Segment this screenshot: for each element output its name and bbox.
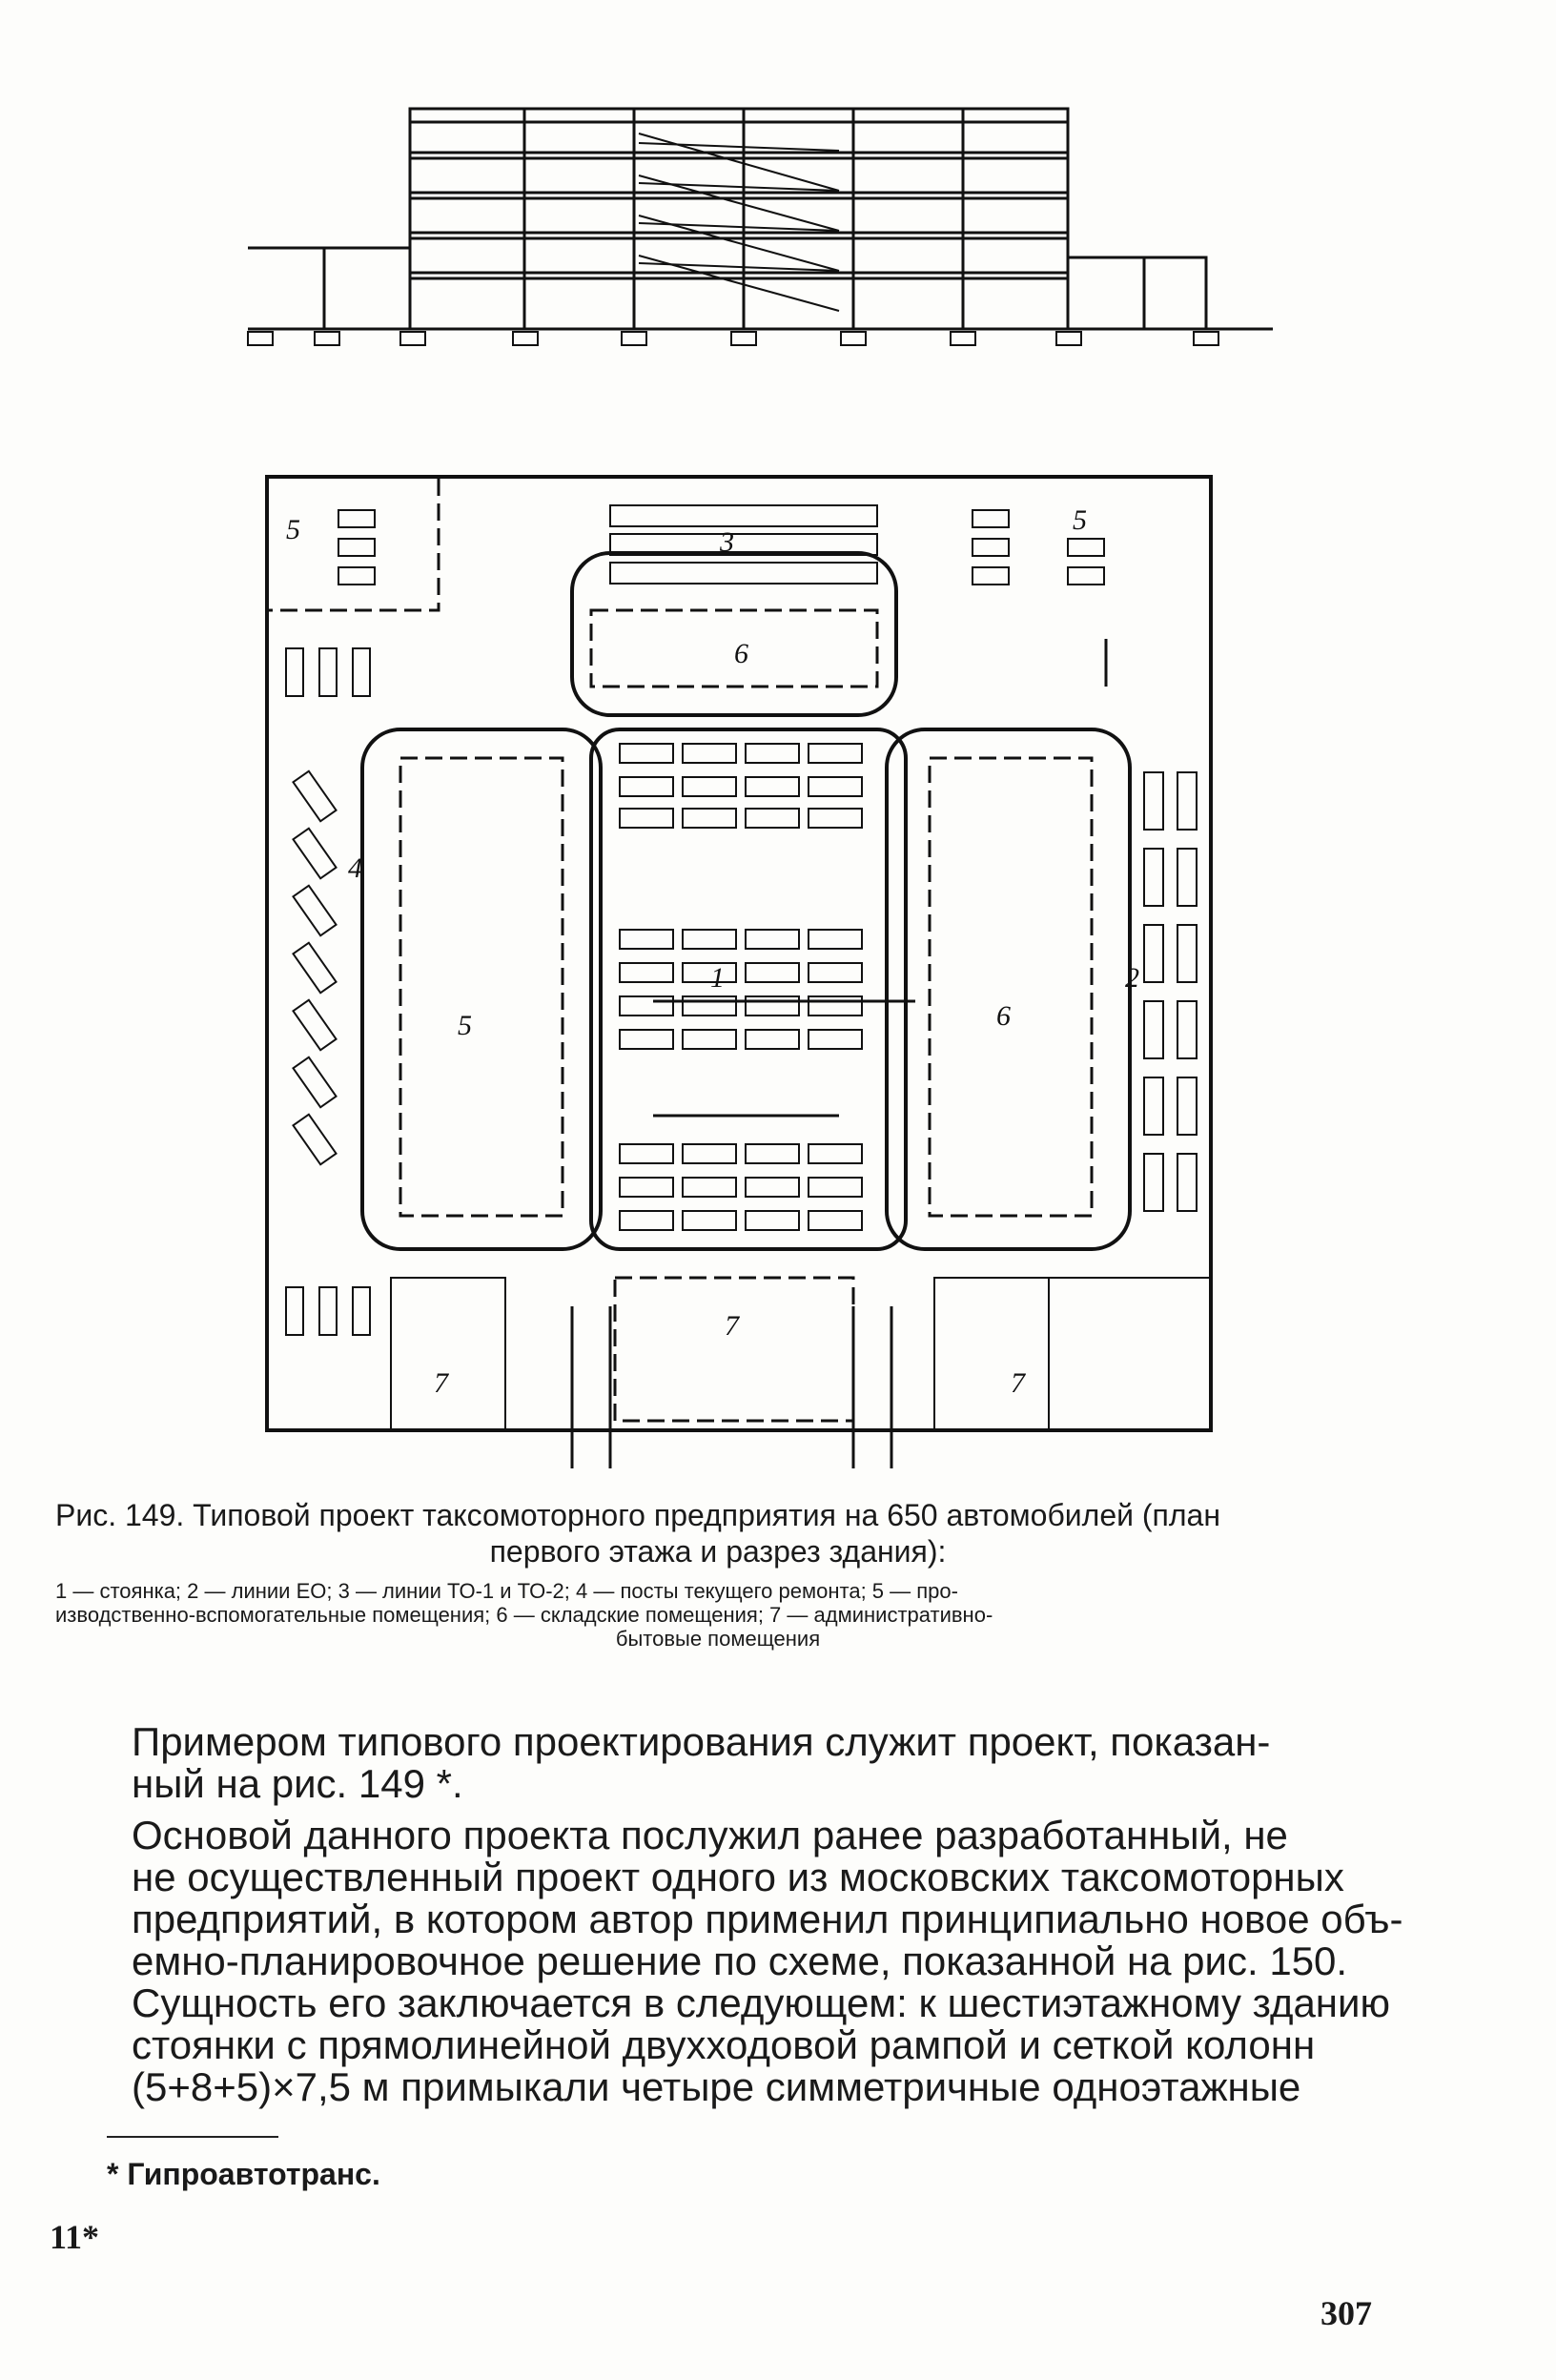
plan-label-7-right: 7 (1011, 1367, 1027, 1399)
text-line: стоянки с прямолинейной двухходовой рамп… (132, 2022, 1316, 2067)
caption-legend-2: изводственно-вспомогательные помещения; … (55, 1603, 993, 1627)
caption-legend-1: 1 — стоянка; 2 — линии ЕО; 3 — линии ТО-… (55, 1579, 958, 1603)
page-number: 307 (1321, 2294, 1372, 2332)
plan-label-6-right: 6 (996, 1000, 1011, 1032)
plan-label-2: 2 (1125, 962, 1139, 994)
footnote: * Гипроавтотранс. (107, 2157, 380, 2191)
floor-plan-drawing: 5 5 3 6 4 5 1 2 6 7 7 7 (229, 448, 1239, 1478)
text-line: ный на рис. 149 *. (132, 1761, 463, 1806)
plan-label-5-tl: 5 (286, 514, 300, 545)
text-line: предприятий, в котором автор применил пр… (132, 1897, 1403, 1941)
caption-title: Рис. 149. Типовой проект таксомоторного … (55, 1498, 1221, 1532)
caption-title-cont: первого этажа и разрез здания): (489, 1534, 947, 1569)
plan-label-1: 1 (710, 962, 725, 994)
signature-mark: 11* (50, 2218, 100, 2256)
footnote-rule (107, 2136, 278, 2138)
plan-svg: 5 5 3 6 4 5 1 2 6 7 7 7 (265, 475, 1213, 1468)
building-section-drawing (229, 95, 1297, 372)
text-line: Основой данного проекта послужил ранее р… (132, 1813, 1288, 1857)
plan-label-7-center: 7 (725, 1310, 741, 1342)
plan-label-3: 3 (719, 526, 734, 558)
caption-legend-3: бытовые помещения (615, 1627, 821, 1651)
text-line: не осуществленный проект одного из моско… (132, 1855, 1344, 1899)
paragraph-2: Основой данного проекта послужил ранее р… (114, 1813, 1403, 2109)
plan-label-7-left: 7 (434, 1367, 450, 1399)
text-line: Примером типового проектирования служит … (132, 1719, 1271, 1764)
paragraph-1: Примером типового проектирования служит … (114, 1721, 1382, 1805)
plan-label-5-mid: 5 (458, 1010, 472, 1041)
plan-label-6-top: 6 (734, 638, 748, 669)
text-line: емно-планировочное решение по схеме, пок… (132, 1939, 1348, 1983)
plan-label-4: 4 (348, 852, 362, 884)
body-text: Примером типового проектирования служит … (114, 1721, 1403, 2118)
section-svg (247, 107, 1273, 346)
text-line: Сущность его заключается в следующем: к … (132, 1980, 1390, 2025)
text-line: (5+8+5)×7,5 м примыкали четыре симметрич… (132, 2064, 1301, 2109)
plan-label-5-tr: 5 (1073, 504, 1087, 536)
figure-caption: Рис. 149. Типовой проект таксомоторного … (55, 1497, 1381, 1651)
